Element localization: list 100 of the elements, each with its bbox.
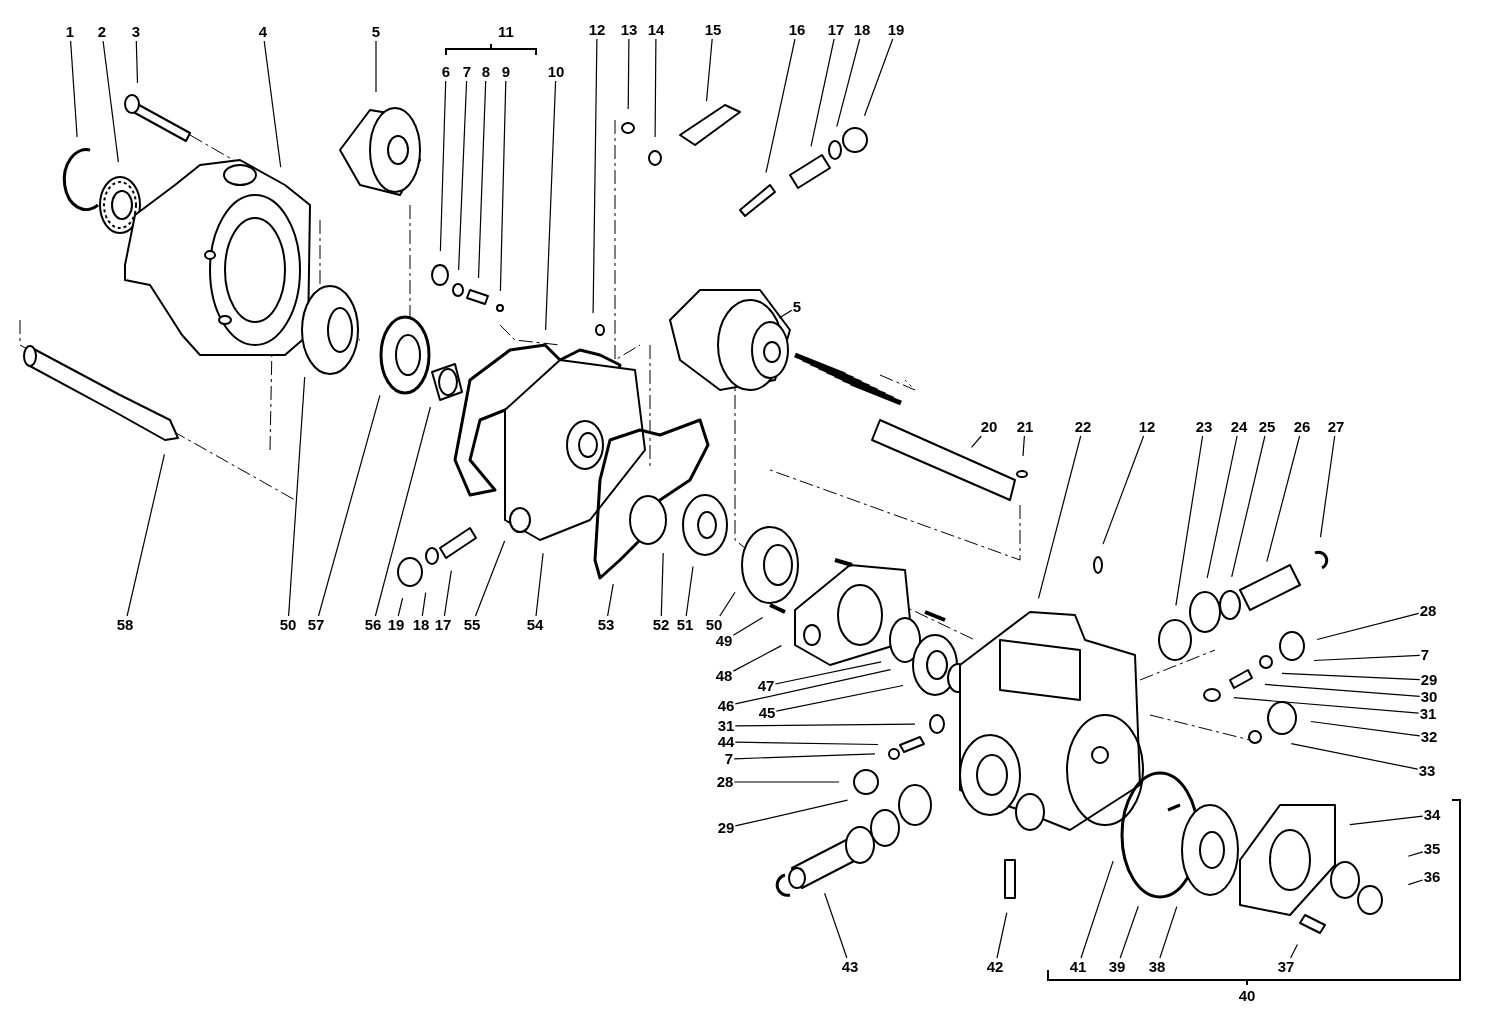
callout-number: 2 (97, 24, 107, 40)
leader-line (1119, 905, 1139, 959)
leader-line (970, 435, 982, 448)
callout-number: 20 (980, 419, 998, 435)
leader-line (810, 38, 835, 147)
leader-line (1022, 435, 1025, 457)
leader-line (1310, 720, 1421, 737)
callout-number: 5 (371, 24, 381, 40)
callout-number: 51 (676, 617, 694, 633)
callout-number: 49 (715, 633, 733, 649)
leader-line (1290, 743, 1419, 770)
callout-number: 55 (463, 617, 481, 633)
leader-line (1290, 944, 1298, 959)
leader-line (996, 912, 1008, 959)
leader-line (654, 38, 657, 138)
leader-line (375, 40, 377, 93)
callout-number: 3 (131, 24, 141, 40)
leader-line (705, 38, 713, 102)
callout-number: 52 (652, 617, 670, 633)
callout-number: 39 (1108, 959, 1126, 975)
leader-line (1349, 815, 1424, 826)
callout-number: 16 (788, 22, 806, 38)
leader-line (1102, 435, 1145, 545)
callout-number: 23 (1195, 419, 1213, 435)
callout-number: 6 (441, 64, 451, 80)
leader-line (607, 583, 614, 617)
leader-line (734, 669, 892, 705)
callout-number: 8 (481, 64, 491, 80)
callout-number: 18 (853, 22, 871, 38)
callout-number: 1 (65, 24, 75, 40)
leader-line (1316, 612, 1420, 641)
leader-line (474, 540, 506, 617)
leader-line (288, 376, 306, 617)
callout-number: 29 (717, 820, 735, 836)
leader-line (775, 684, 904, 712)
callout-number: 43 (841, 959, 859, 975)
leader-line (545, 80, 557, 331)
callout-number: 10 (547, 64, 565, 80)
callout-number: 30 (1420, 689, 1438, 705)
callout-number: 58 (116, 617, 134, 633)
callout-number: 31 (717, 718, 735, 734)
callout-number: 31 (1419, 706, 1437, 722)
callout-number: 22 (1074, 419, 1092, 435)
callout-number: 24 (1230, 419, 1248, 435)
leader-line (719, 591, 736, 617)
leader-line (627, 38, 630, 110)
callout-number: 12 (1138, 419, 1156, 435)
leader-line (439, 80, 447, 252)
leader-line (1175, 435, 1204, 606)
callout-number: 27 (1327, 419, 1345, 435)
callout-number: 7 (724, 751, 734, 767)
leader-line (317, 394, 381, 617)
leader-line (734, 723, 916, 727)
callout-number: 38 (1148, 959, 1166, 975)
callout-number: 50 (279, 617, 297, 633)
leader-line (443, 570, 452, 617)
leader-line (1206, 435, 1238, 579)
leader-line (778, 309, 793, 319)
leader-line (824, 892, 848, 959)
leader-line (685, 565, 694, 617)
leader-line (836, 38, 861, 128)
leader-line (1407, 851, 1424, 857)
leader-line (1407, 879, 1424, 886)
callout-number: 26 (1293, 419, 1311, 435)
callout-number: 41 (1069, 959, 1087, 975)
leader-line (734, 741, 879, 746)
leader-line (421, 592, 427, 617)
callout-number: 45 (758, 705, 776, 721)
callout-number: 35 (1423, 841, 1441, 857)
callout-number: 17 (434, 617, 452, 633)
callout-number: 37 (1277, 959, 1295, 975)
callout-number: 54 (526, 617, 544, 633)
leader-line (1231, 435, 1266, 578)
callout-number: 46 (717, 698, 735, 714)
callout-number: 19 (387, 617, 405, 633)
callout-number: 29 (1420, 672, 1438, 688)
callout-number: 19 (887, 22, 905, 38)
callout-number: 4 (258, 24, 268, 40)
leader-line (1319, 435, 1336, 538)
leader-line (733, 781, 840, 783)
callout-number: 5 (792, 299, 802, 315)
callout-number: 48 (715, 668, 733, 684)
callout-number: 17 (827, 22, 845, 38)
callout-number: 25 (1258, 419, 1276, 435)
callout-number: 15 (704, 22, 722, 38)
callout-number: 53 (597, 617, 615, 633)
callout-number: 21 (1016, 419, 1034, 435)
callout-number: 50 (705, 617, 723, 633)
leader-line (732, 616, 764, 636)
callout-number: 42 (986, 959, 1004, 975)
callout-number: 7 (1420, 647, 1430, 663)
callout-number: 11 (498, 24, 514, 40)
callout-number: 33 (1418, 763, 1436, 779)
leader-line (499, 80, 507, 292)
leader-line (1264, 683, 1421, 697)
callout-number: 28 (1419, 603, 1437, 619)
callout-number: 12 (588, 22, 606, 38)
leader-line (863, 38, 894, 117)
leader-line (458, 80, 468, 271)
callout-number: 13 (620, 22, 638, 38)
